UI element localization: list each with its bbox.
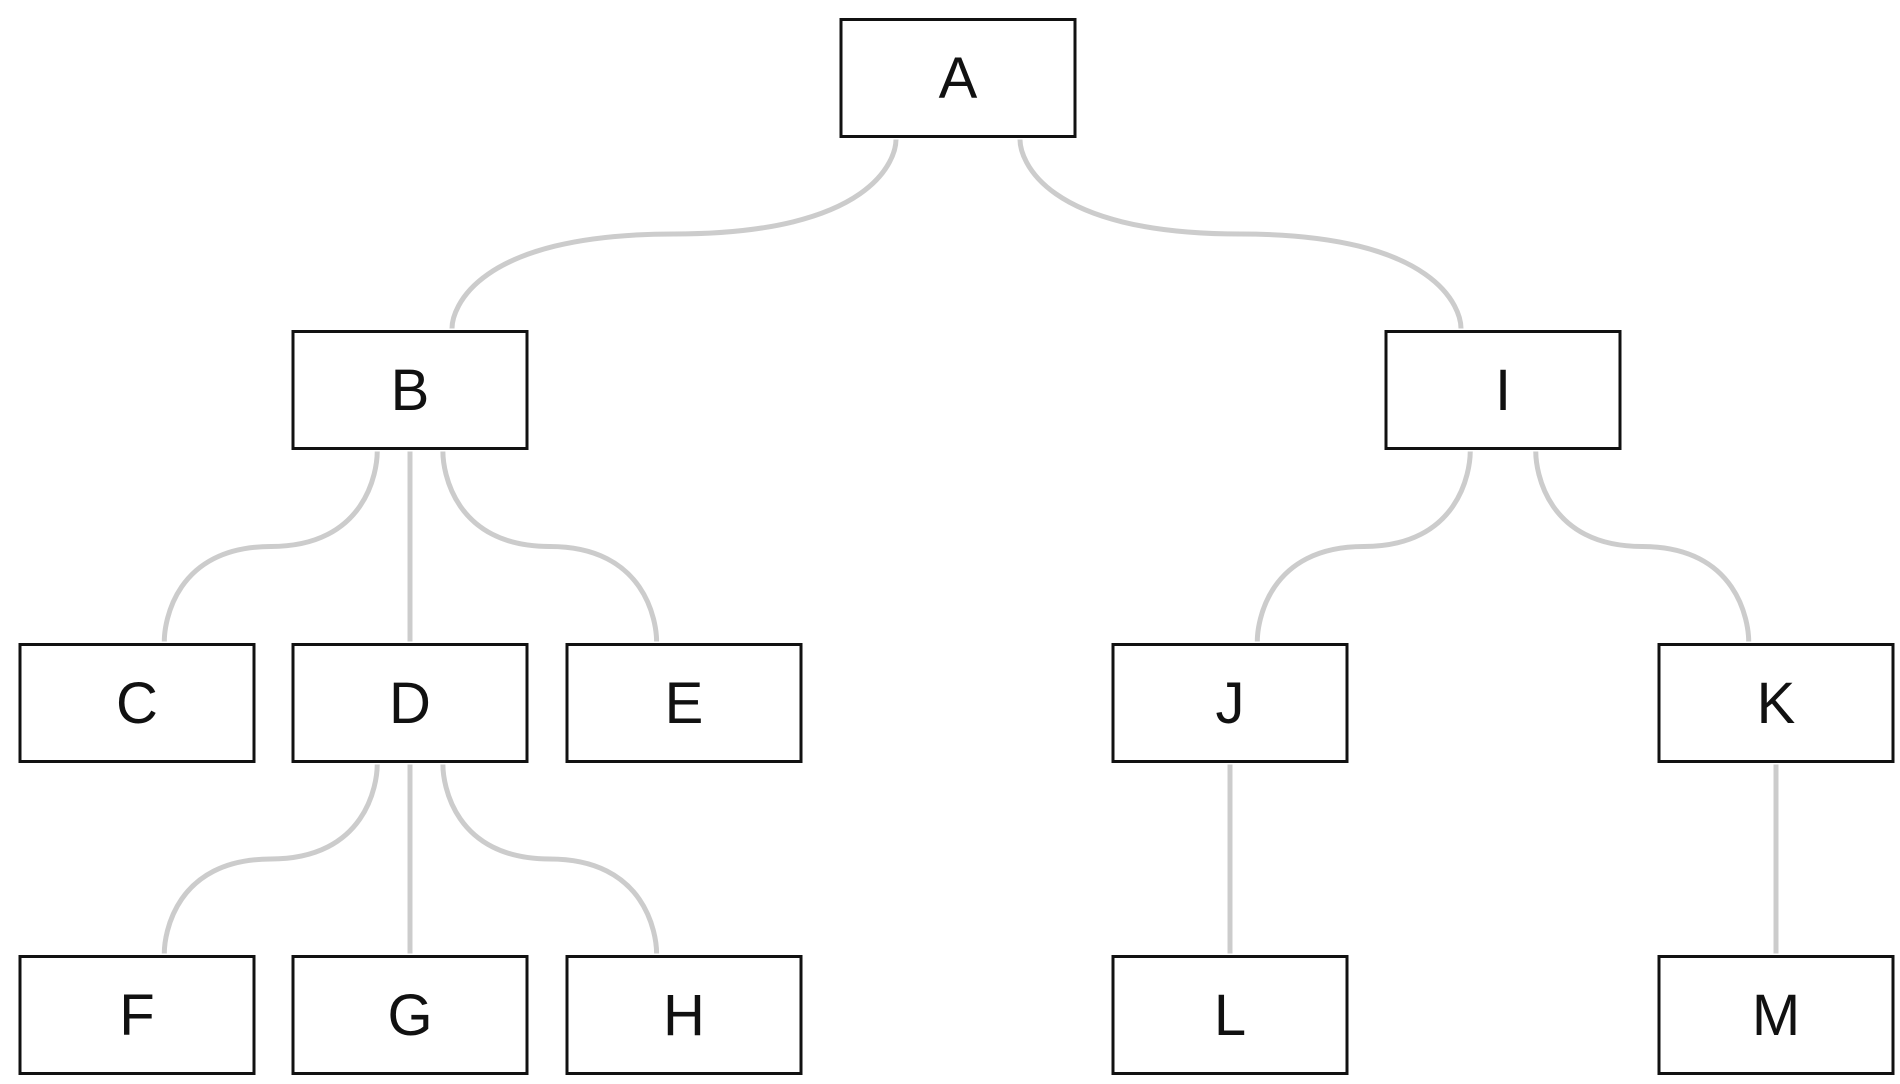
node-label-k: K [1757,671,1796,736]
node-box-l [1111,955,1349,1075]
node-box-f [18,955,256,1075]
node-box-b [291,330,529,450]
edge-i-j [1254,451,1473,642]
node-m: M [1657,955,1895,1075]
node-label-h: H [663,983,705,1048]
edge-b-e [440,451,660,642]
node-label-l: L [1214,983,1246,1048]
node-box-a [839,18,1077,138]
node-label-c: C [116,671,158,736]
node-box-g [291,955,529,1075]
node-box-i [1384,330,1622,450]
node-box-k [1657,643,1895,763]
node-d: D [291,643,529,763]
node-l: L [1111,955,1349,1075]
node-k: K [1657,643,1895,763]
node-label-j: J [1216,671,1245,736]
edge-a-b [449,139,899,329]
node-e: E [565,643,803,763]
node-label-m: M [1752,983,1800,1048]
node-box-h [565,955,803,1075]
edge-b-c [161,451,380,642]
edges-layer [161,139,1779,954]
node-box-c [18,643,256,763]
node-a: A [839,18,1077,138]
nodes-layer: A B I C D E J K F G H L M [18,18,1895,1075]
node-box-e [565,643,803,763]
node-j: J [1111,643,1349,763]
node-label-f: F [119,983,154,1048]
node-label-a: A [939,46,978,111]
node-box-m [1657,955,1895,1075]
edge-d-f [161,764,380,954]
node-b: B [291,330,529,450]
node-box-j [1111,643,1349,763]
edge-d-h [440,764,660,954]
node-label-g: G [387,983,432,1048]
node-c: C [18,643,256,763]
node-label-d: D [389,671,431,736]
node-i: I [1384,330,1622,450]
node-h: H [565,955,803,1075]
edge-i-k [1533,451,1752,642]
node-label-e: E [665,671,704,736]
edge-a-i [1017,139,1464,329]
node-label-i: I [1495,358,1511,423]
node-f: F [18,955,256,1075]
node-g: G [291,955,529,1075]
node-box-d [291,643,529,763]
node-label-b: B [391,358,430,423]
